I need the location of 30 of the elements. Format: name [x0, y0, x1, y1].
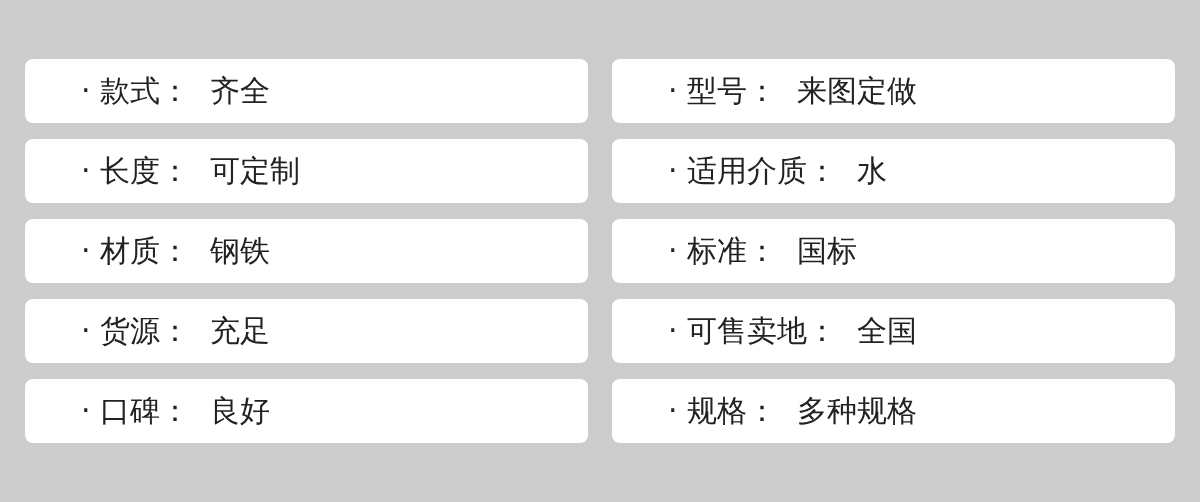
spec-value: 全国: [857, 316, 918, 346]
spec-value: 水: [857, 156, 888, 186]
spec-label: · 可售卖地：: [668, 316, 838, 346]
spec-value: 来图定做: [797, 76, 918, 106]
spec-card: [25, 59, 588, 123]
spec-card: [612, 219, 1175, 283]
spec-value: 钢铁: [210, 236, 271, 266]
spec-card: [612, 59, 1175, 123]
spec-label: · 货源：: [81, 316, 191, 346]
spec-card: [612, 379, 1175, 443]
spec-value: 可定制: [210, 156, 301, 186]
spec-card: [25, 299, 588, 363]
spec-label: · 款式：: [81, 76, 191, 106]
spec-label: · 材质：: [81, 236, 191, 266]
spec-card: [612, 139, 1175, 203]
spec-label: · 规格：: [668, 396, 778, 426]
spec-label: · 型号：: [668, 76, 778, 106]
spec-value: 良好: [210, 396, 271, 426]
spec-card: [25, 139, 588, 203]
spec-label: · 标准：: [668, 236, 778, 266]
spec-card: [25, 379, 588, 443]
spec-label: · 长度：: [81, 156, 191, 186]
spec-label: · 适用介质：: [668, 156, 838, 186]
spec-value: 充足: [210, 316, 271, 346]
spec-card: [612, 299, 1175, 363]
spec-card: [25, 219, 588, 283]
spec-value: 多种规格: [797, 396, 918, 426]
spec-value: 齐全: [210, 76, 271, 106]
spec-value: 国标: [797, 236, 858, 266]
spec-label: · 口碑：: [81, 396, 191, 426]
